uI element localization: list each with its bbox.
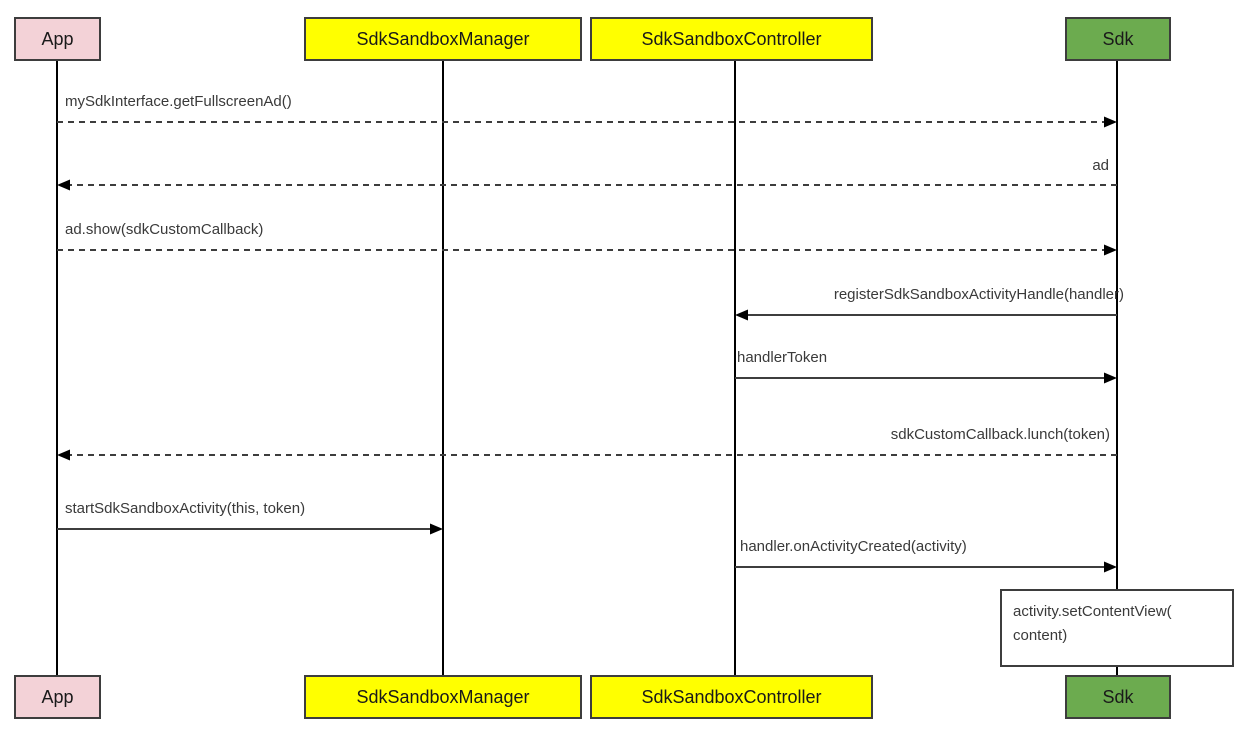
participant-sdk-top[interactable]: Sdk <box>1065 17 1171 61</box>
arrow-head-right <box>1104 244 1117 256</box>
note-line-2: content) <box>1013 627 1067 644</box>
participant-box[interactable] <box>304 17 582 61</box>
participant-box[interactable] <box>14 675 101 719</box>
participant-label: SdkSandboxManager <box>356 687 529 707</box>
participant-box[interactable] <box>304 675 582 719</box>
participant-app-top[interactable]: App <box>14 17 101 61</box>
arrow-head-left <box>57 449 70 461</box>
message-start-sdk-sandbox-activity: startSdkSandboxActivity(this, token) <box>57 500 443 535</box>
message-register-sdk-sandbox-activity-handle: registerSdkSandboxActivityHandle(handler… <box>735 286 1124 321</box>
arrow-head-left <box>735 309 748 321</box>
message-ad-show-sdk-custom-callback: ad.show(sdkCustomCallback) <box>57 221 1117 256</box>
arrow-head-left <box>57 179 70 191</box>
participant-label: SdkSandboxManager <box>356 29 529 49</box>
message-handler-token: handlerToken <box>735 349 1117 384</box>
participant-app-bottom[interactable]: App <box>14 675 101 719</box>
message-label: sdkCustomCallback.lunch(token) <box>891 426 1110 443</box>
arrow-head-right <box>1104 116 1117 128</box>
arrow-head-right <box>1104 372 1117 384</box>
participant-box[interactable] <box>590 17 873 61</box>
message-label: startSdkSandboxActivity(this, token) <box>65 500 305 517</box>
message-label: mySdkInterface.getFullscreenAd() <box>65 93 292 110</box>
participant-controller-bottom[interactable]: SdkSandboxController <box>590 675 873 719</box>
participant-box[interactable] <box>1065 675 1171 719</box>
participant-box[interactable] <box>1065 17 1171 61</box>
participant-label: App <box>41 29 73 49</box>
participant-label: SdkSandboxController <box>641 687 821 707</box>
message-label: registerSdkSandboxActivityHandle(handler… <box>834 286 1124 303</box>
arrow-head-right <box>1104 561 1117 573</box>
lifelines-group <box>56 60 1118 676</box>
participant-boxes-top: App SdkSandboxManager SdkSandboxControll… <box>14 17 1171 61</box>
participant-controller-top[interactable]: SdkSandboxController <box>590 17 873 61</box>
note-activity-set-content-view: activity.setContentView( content) <box>1000 589 1234 667</box>
message-label: ad.show(sdkCustomCallback) <box>65 221 263 238</box>
participant-manager-top[interactable]: SdkSandboxManager <box>304 17 582 61</box>
message-handler-on-activity-created: handler.onActivityCreated(activity) <box>735 538 1117 573</box>
participant-manager-bottom[interactable]: SdkSandboxManager <box>304 675 582 719</box>
participant-label: App <box>41 687 73 707</box>
participant-label: Sdk <box>1102 687 1134 707</box>
message-ad-return: ad <box>57 157 1117 191</box>
participant-label: SdkSandboxController <box>641 29 821 49</box>
message-label: ad <box>1092 157 1109 174</box>
participant-label: Sdk <box>1102 29 1134 49</box>
message-label: handler.onActivityCreated(activity) <box>740 538 967 555</box>
note-line-1: activity.setContentView( <box>1013 603 1172 620</box>
message-sdk-custom-callback-lunch: sdkCustomCallback.lunch(token) <box>57 426 1117 461</box>
message-label: handlerToken <box>737 349 827 366</box>
message-my-sdk-interface-get-fullscreen-ad: mySdkInterface.getFullscreenAd() <box>57 93 1117 128</box>
participant-sdk-bottom[interactable]: Sdk <box>1065 675 1171 719</box>
participant-box[interactable] <box>590 675 873 719</box>
note-box <box>1000 589 1234 667</box>
participant-boxes-bottom: App SdkSandboxManager SdkSandboxControll… <box>14 675 1171 719</box>
arrow-head-right <box>430 523 443 535</box>
participant-box[interactable] <box>14 17 101 61</box>
